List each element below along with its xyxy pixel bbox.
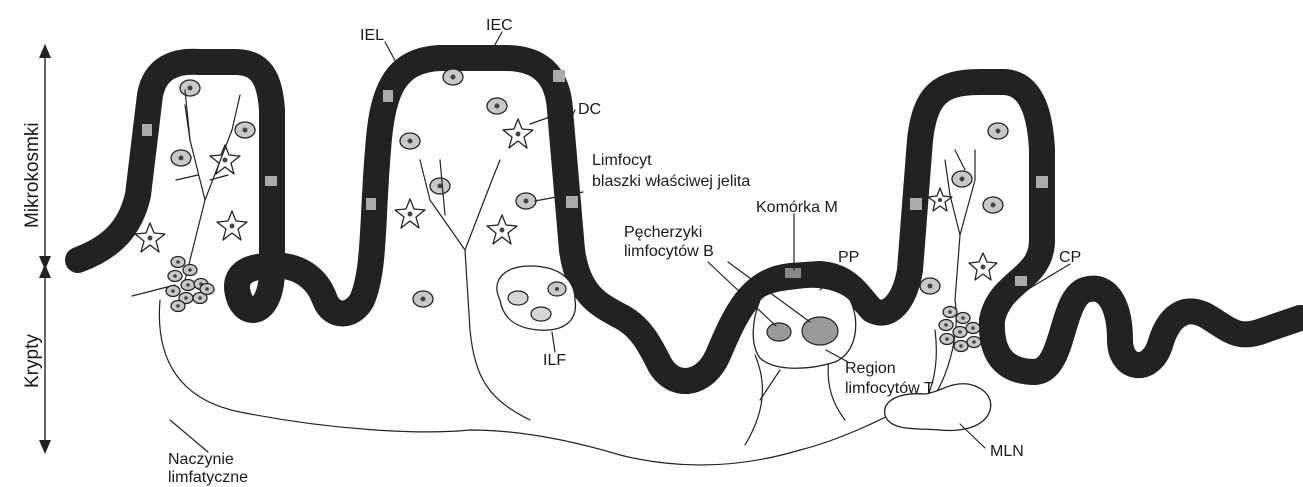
- dendritic-cell: [395, 199, 425, 228]
- lamina-lymphocyte-label-1: Limfocyt: [592, 152, 652, 169]
- lymphocyte: [967, 337, 981, 348]
- lymphocyte: [983, 197, 1003, 213]
- ilf-label: ILF: [543, 352, 566, 369]
- dendritic-cell: [487, 215, 517, 244]
- crypt-patch-left: [166, 257, 214, 312]
- lymphocyte: [430, 178, 450, 194]
- lymphocyte: [235, 122, 255, 138]
- m-cell-label: Komórka M: [756, 199, 838, 216]
- crypts-axis-label: Krypty: [22, 334, 43, 388]
- t-region-label-1: Region: [845, 360, 896, 377]
- b-follicles-label-1: Pęcherzyki: [624, 224, 702, 241]
- iel-label: IEL: [360, 27, 384, 44]
- iel-cell: [1015, 276, 1027, 286]
- iel-cell: [553, 70, 565, 82]
- b-follicles-label-2: limfocytów B: [624, 243, 714, 260]
- dendritic-cell: [969, 253, 997, 280]
- intestinal-epithelium: [78, 58, 1300, 381]
- lymphocyte: [171, 257, 185, 268]
- lymphocyte: [940, 334, 954, 345]
- crypt-patch-right: [939, 307, 981, 352]
- lymphocyte: [988, 123, 1008, 139]
- lymphocyte: [168, 271, 182, 282]
- iel-cell: [142, 124, 152, 136]
- villi-axis: Mikrokosmki: [22, 44, 51, 270]
- m-cell: [785, 268, 801, 278]
- dendritic-cell: [503, 119, 533, 148]
- lymphocyte: [516, 193, 536, 209]
- t-region-label-2: limfocytów T: [845, 380, 934, 397]
- dendritic-cell: [928, 188, 952, 211]
- isolated-lymphoid-follicle: [497, 266, 576, 330]
- iel-cell: [1036, 176, 1048, 188]
- lymphocyte: [183, 265, 197, 276]
- lymphocyte: [443, 69, 463, 85]
- iel-cell: [910, 198, 922, 210]
- iel-cell: [265, 176, 277, 186]
- mln-label: MLN: [990, 443, 1024, 460]
- iel-cell: [566, 196, 578, 208]
- lymphocyte: [943, 307, 957, 318]
- lymphocyte: [400, 133, 420, 149]
- lymphocyte: [180, 80, 200, 96]
- lymphocyte: [953, 327, 967, 338]
- lymphocyte: [413, 291, 433, 307]
- lymphocyte: [166, 286, 180, 297]
- lymphocyte: [171, 301, 185, 312]
- lymphocyte: [956, 313, 970, 324]
- crypts-axis: Krypty: [22, 264, 51, 454]
- lymphocyte: [952, 171, 972, 187]
- lamina-lymphocyte-label-2: blaszki właściwej jelita: [592, 173, 750, 190]
- iec-label: IEC: [486, 17, 513, 34]
- iel-cell: [366, 198, 376, 210]
- lymphocyte: [487, 98, 507, 114]
- lymphocyte: [181, 280, 195, 291]
- lymphocyte: [966, 323, 980, 334]
- iel-cell: [383, 90, 393, 102]
- lymphocyte: [200, 284, 214, 295]
- lymphocyte: [954, 341, 968, 352]
- lymphocyte: [171, 150, 191, 166]
- peyers-patch: [753, 287, 855, 368]
- lymphocyte: [920, 278, 940, 294]
- lymphocyte: [939, 320, 953, 331]
- cp-label: CP: [1059, 249, 1081, 266]
- dc-label: DC: [578, 101, 601, 118]
- lymph-vessel-label-2: limfatyczne: [168, 469, 248, 486]
- lymph-vessel-label-1: Naczynie: [168, 451, 234, 468]
- dendritic-cell: [217, 211, 247, 240]
- pp-label: PP: [838, 249, 859, 266]
- villi-axis-label: Mikrokosmki: [22, 122, 43, 228]
